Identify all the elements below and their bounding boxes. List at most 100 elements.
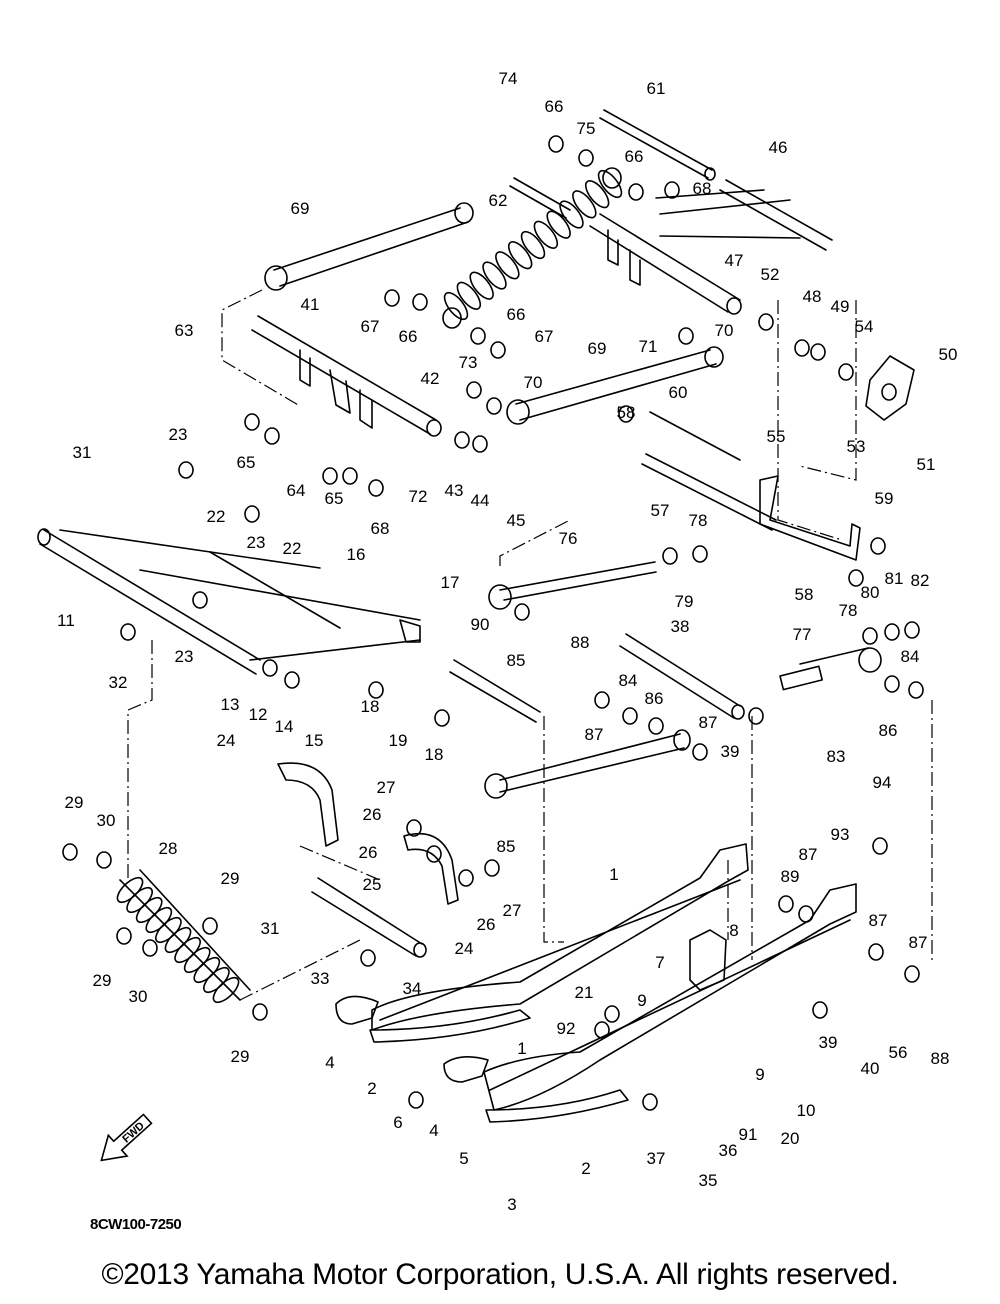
- callout-56: 56: [889, 1043, 908, 1062]
- bushing-icon: [618, 405, 634, 423]
- callout-31: 31: [261, 919, 280, 938]
- bushing-icon: [778, 895, 794, 913]
- callout-6: 6: [393, 1113, 402, 1132]
- callout-52: 52: [761, 265, 780, 284]
- callout-94: 94: [873, 773, 892, 792]
- small-parts: [62, 135, 924, 1111]
- callout-45: 45: [507, 511, 526, 530]
- bushing-icon: [794, 339, 810, 357]
- bushing-icon: [884, 675, 900, 693]
- callout-32: 32: [109, 673, 128, 692]
- callout-80: 80: [861, 583, 880, 602]
- strap-24: [277, 762, 459, 905]
- callout-26: 26: [359, 843, 378, 862]
- callout-43: 43: [445, 481, 464, 500]
- callout-21: 21: [575, 983, 594, 1002]
- bushing-icon: [406, 819, 422, 837]
- callout-23: 23: [247, 533, 266, 552]
- bushing-icon: [490, 341, 506, 359]
- bushing-icon: [548, 135, 564, 153]
- damper-lower: [484, 729, 691, 799]
- callout-9: 9: [755, 1065, 764, 1084]
- rod-61: [599, 109, 716, 181]
- spring-coil: [572, 190, 597, 219]
- bushing-icon: [748, 707, 764, 725]
- callout-8: 8: [729, 921, 738, 940]
- callout-61: 61: [647, 79, 666, 98]
- diagram-code: 8CW100-7250: [90, 1216, 182, 1233]
- callout-66: 66: [507, 305, 526, 324]
- callout-77: 77: [793, 625, 812, 644]
- callout-16: 16: [347, 545, 366, 564]
- callout-49: 49: [831, 297, 850, 316]
- callout-51: 51: [917, 455, 936, 474]
- callout-78: 78: [689, 511, 708, 530]
- spring-coil: [507, 241, 533, 270]
- callout-12: 12: [249, 705, 268, 724]
- spring-coil: [482, 261, 507, 290]
- callout-24: 24: [217, 731, 236, 750]
- bushing-icon: [120, 623, 136, 641]
- callout-30: 30: [97, 811, 116, 830]
- bushing-icon: [758, 313, 774, 331]
- callout-85: 85: [497, 837, 516, 856]
- bushing-icon: [872, 837, 888, 855]
- callout-76: 76: [559, 529, 578, 548]
- callout-38: 38: [671, 617, 690, 636]
- bushing-icon: [384, 289, 400, 307]
- slide-rail-lower: [483, 883, 857, 1111]
- callout-14: 14: [275, 717, 294, 736]
- spring-coil: [456, 281, 482, 310]
- callout-25: 25: [363, 875, 382, 894]
- callout-78: 78: [839, 601, 858, 620]
- bushing-icon: [368, 479, 384, 497]
- bushing-icon: [412, 293, 428, 311]
- callout-90: 90: [471, 615, 490, 634]
- bushing-icon: [262, 659, 278, 677]
- bracket-55: [759, 475, 861, 561]
- bushing-icon: [426, 845, 442, 863]
- callout-58: 58: [617, 403, 636, 422]
- callout-3: 3: [507, 1195, 516, 1214]
- spring-coil: [546, 210, 571, 239]
- spring-coil: [533, 220, 559, 249]
- callout-93: 93: [831, 825, 850, 844]
- bushing-icon: [692, 545, 708, 563]
- bushing-icon: [810, 343, 826, 361]
- rear-arm: [589, 179, 833, 315]
- callout-84: 84: [901, 647, 920, 666]
- bushing-icon: [408, 1091, 424, 1109]
- callout-46: 46: [769, 138, 788, 157]
- callout-19: 19: [389, 731, 408, 750]
- callout-9: 9: [637, 991, 646, 1010]
- callout-31: 31: [73, 443, 92, 462]
- callout-37: 37: [647, 1149, 666, 1168]
- bushing-icon: [904, 965, 920, 983]
- callout-44: 44: [471, 491, 490, 510]
- callout-50: 50: [939, 345, 958, 364]
- callout-86: 86: [879, 721, 898, 740]
- callout-42: 42: [421, 369, 440, 388]
- callout-1: 1: [609, 865, 618, 884]
- bushing-icon: [202, 917, 218, 935]
- callout-labels: 7466756146666862475269676666674163427370…: [57, 69, 957, 1214]
- callout-68: 68: [371, 519, 390, 538]
- bushing-icon: [594, 691, 610, 709]
- bushing-icon: [178, 461, 194, 479]
- callout-26: 26: [363, 805, 382, 824]
- bushing-icon: [628, 183, 644, 201]
- bushing-icon: [342, 467, 358, 485]
- callout-33: 33: [311, 969, 330, 988]
- assembly-lines: [127, 289, 933, 1001]
- bushing-icon: [838, 363, 854, 381]
- bushing-icon: [62, 843, 78, 861]
- callout-62: 62: [489, 191, 508, 210]
- bushing-icon: [812, 1001, 828, 1019]
- callout-23: 23: [169, 425, 188, 444]
- callout-74: 74: [499, 69, 518, 88]
- callout-34: 34: [403, 979, 422, 998]
- callout-4: 4: [325, 1053, 334, 1072]
- shaft-38: [619, 633, 745, 720]
- callout-91: 91: [739, 1125, 758, 1144]
- callout-27: 27: [503, 901, 522, 920]
